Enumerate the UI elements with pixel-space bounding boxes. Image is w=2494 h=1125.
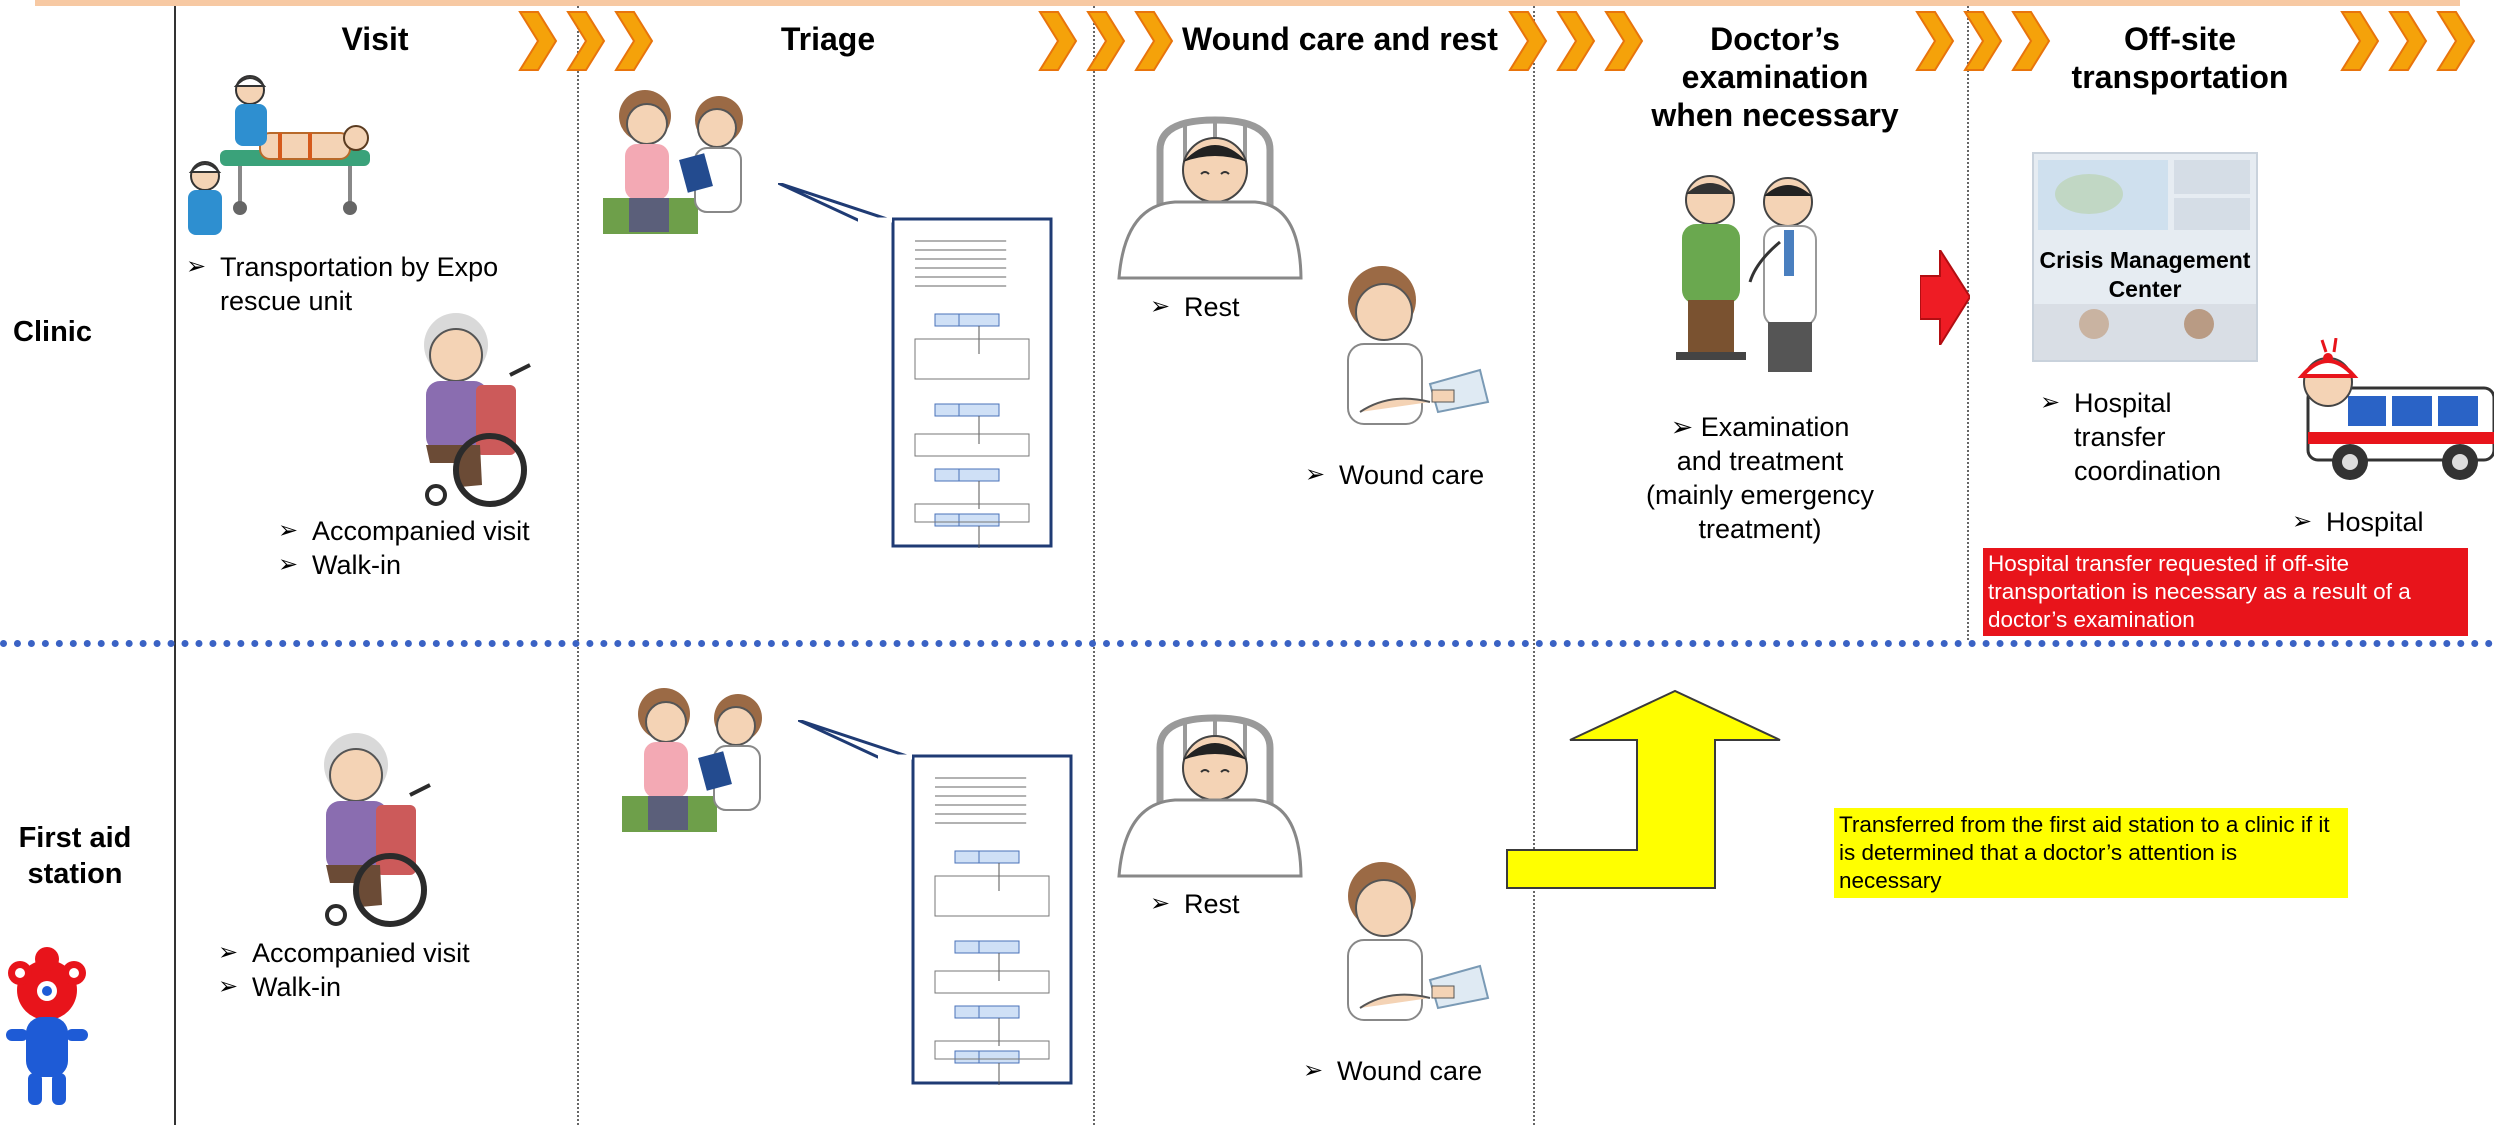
chevron-right-icon (2436, 10, 2476, 72)
wound-care-illustration (1320, 262, 1490, 442)
clinic-wound-bullet: ➢Wound care (1305, 460, 1485, 490)
list-item: ➢Accompanied visit (278, 516, 530, 546)
mascot-illustration (0, 945, 95, 1110)
chevron-right-icon (1556, 10, 1596, 72)
crisis-management-center-label: Crisis Management Center (2039, 247, 2251, 302)
triage-flowchart-document (777, 181, 1053, 554)
column-header-visit: Visit (341, 21, 409, 57)
chevron-right-icon (1915, 10, 1955, 72)
yellow-arrow-up-icon (1505, 688, 1785, 893)
ambulance-illustration (2288, 338, 2494, 493)
chevron-right-icon (1134, 10, 1174, 72)
red-arrow-right-icon (1919, 246, 1972, 349)
wound-care-illustration (1320, 858, 1490, 1038)
stretcher-illustration (180, 68, 380, 238)
patient-in-bed-illustration (1115, 708, 1305, 883)
chevron-right-icon (614, 10, 654, 72)
wheelchair-illustration (390, 305, 550, 510)
top-accent-bar (35, 0, 2460, 6)
crisis-management-center-panel: Crisis Management Center (2032, 152, 2258, 362)
list-item: ➢Walk-in (278, 550, 402, 580)
list-item: ➢Walk-in (218, 972, 342, 1002)
first-aid-transfer-note: Transferred from the first aid station t… (1834, 808, 2348, 898)
wheelchair-illustration (290, 725, 450, 930)
patient-in-bed-illustration (1115, 110, 1305, 285)
column-divider (1967, 6, 1969, 640)
column-header-doctor-exam: Doctor’s examination when necessary (1651, 21, 1899, 133)
first-aid-visit-bullets: ➢Accompanied visit ➢Walk-in (218, 936, 538, 1004)
column-divider (1533, 6, 1535, 1125)
chevron-right-icon (2388, 10, 2428, 72)
chevron-right-icon (566, 10, 606, 72)
clinic-exam-text: ➢ Examination and treatment (mainly emer… (1645, 412, 1875, 544)
column-divider (1093, 6, 1095, 1125)
column-divider (577, 6, 579, 1125)
column-header-offsite: Off-site transportation (2071, 21, 2289, 95)
triage-flowchart-document (797, 718, 1073, 1091)
row-label-first-aid: First aid station (18, 822, 132, 890)
column-header-wound-care: Wound care and rest (1182, 21, 1498, 57)
row-divider (0, 640, 2494, 647)
chevron-right-icon (1508, 10, 1548, 72)
column-divider (174, 6, 176, 1125)
first-aid-wound-bullet: ➢Wound care (1303, 1056, 1483, 1086)
nurse-consult-illustration (603, 80, 763, 235)
clinic-rest-bullet: ➢Rest (1150, 292, 1240, 322)
clinic-transfer-note: Hospital transfer requested if off-site … (1983, 548, 2468, 636)
chevron-right-icon (2340, 10, 2380, 72)
column-header-triage: Triage (780, 21, 876, 57)
chevron-right-icon (1038, 10, 1078, 72)
nurse-consult-illustration (622, 678, 782, 833)
chevron-right-icon (1963, 10, 2003, 72)
doctor-exam-illustration (1670, 172, 1840, 382)
list-item: ➢Accompanied visit (218, 938, 470, 968)
chevron-right-icon (1086, 10, 1126, 72)
chevron-right-icon (518, 10, 558, 72)
chevron-right-icon (1604, 10, 1644, 72)
first-aid-rest-bullet: ➢Rest (1150, 889, 1240, 919)
chevron-right-icon (2011, 10, 2051, 72)
clinic-hospital-bullet: ➢Hospital (2292, 507, 2424, 537)
clinic-visit-bullets: ➢Accompanied visit ➢Walk-in (278, 514, 578, 582)
row-label-clinic: Clinic (13, 316, 92, 348)
